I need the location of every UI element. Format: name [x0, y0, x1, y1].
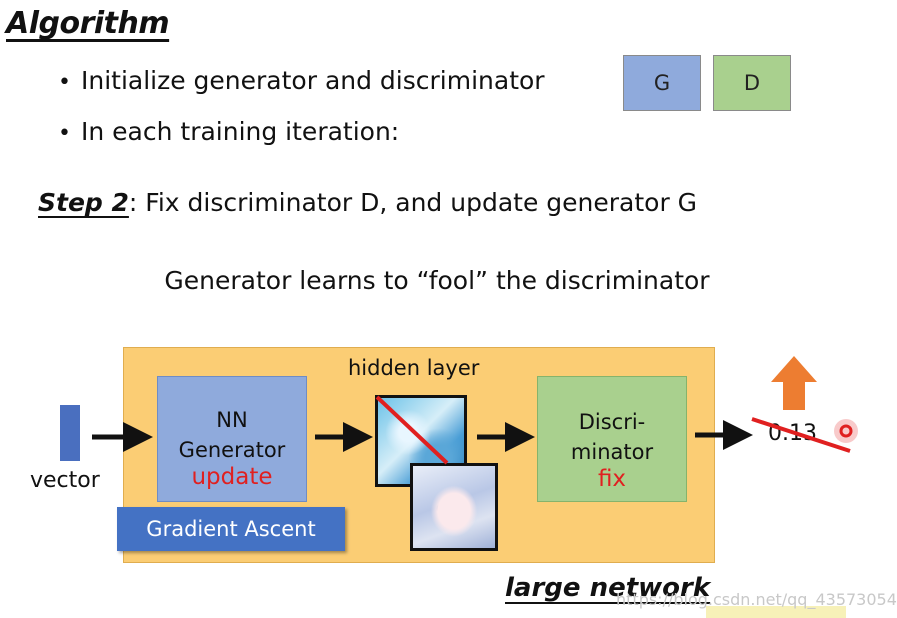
discriminator-line1: Discri- — [578, 410, 646, 434]
input-vector — [60, 405, 80, 461]
strike-line-image — [375, 395, 449, 465]
generator-status: update — [191, 464, 273, 490]
footer-highlight — [706, 606, 846, 618]
vector-label: vector — [30, 468, 100, 493]
bullet-dot-icon: • — [58, 121, 71, 146]
bullet-iteration: • In each training iteration: — [58, 117, 399, 146]
generator-line1: NN — [216, 408, 248, 432]
step-text: : Fix discriminator D, and update genera… — [128, 188, 698, 217]
generator-box-small: G — [623, 55, 701, 111]
bullet-initialize: • Initialize generator and discriminator — [58, 66, 545, 95]
slide-title: Algorithm — [6, 6, 170, 41]
subtitle: Generator learns to “fool” the discrimin… — [164, 266, 710, 295]
gradient-ascent-box: Gradient Ascent — [117, 507, 345, 551]
bullet-iteration-text: In each training iteration: — [80, 117, 400, 146]
step-line: Step 2: Fix discriminator D, and update … — [38, 188, 697, 217]
discriminator-line2: minator — [570, 440, 654, 464]
bullet-dot-icon: • — [58, 70, 71, 95]
discriminator-block: Discri- minator fix — [537, 376, 687, 502]
pointer-dot-icon — [834, 419, 858, 443]
generated-image-good — [410, 463, 498, 551]
step-label: Step 2 — [38, 188, 129, 217]
discriminator-box-small: D — [713, 55, 791, 111]
generator-block: NN Generator update — [157, 376, 307, 502]
diagram-overlay — [92, 356, 858, 618]
strike-line-score — [751, 417, 851, 453]
watermark: https://blog.csdn.net/qq_43573054 — [616, 590, 897, 609]
arrow-up-icon — [771, 356, 817, 410]
discriminator-status: fix — [597, 466, 627, 492]
bullet-initialize-text: Initialize generator and discriminator — [80, 66, 545, 95]
generator-line2: Generator — [178, 438, 286, 462]
hidden-layer-label: hidden layer — [348, 356, 480, 380]
footer-large-network: large network — [505, 573, 711, 603]
